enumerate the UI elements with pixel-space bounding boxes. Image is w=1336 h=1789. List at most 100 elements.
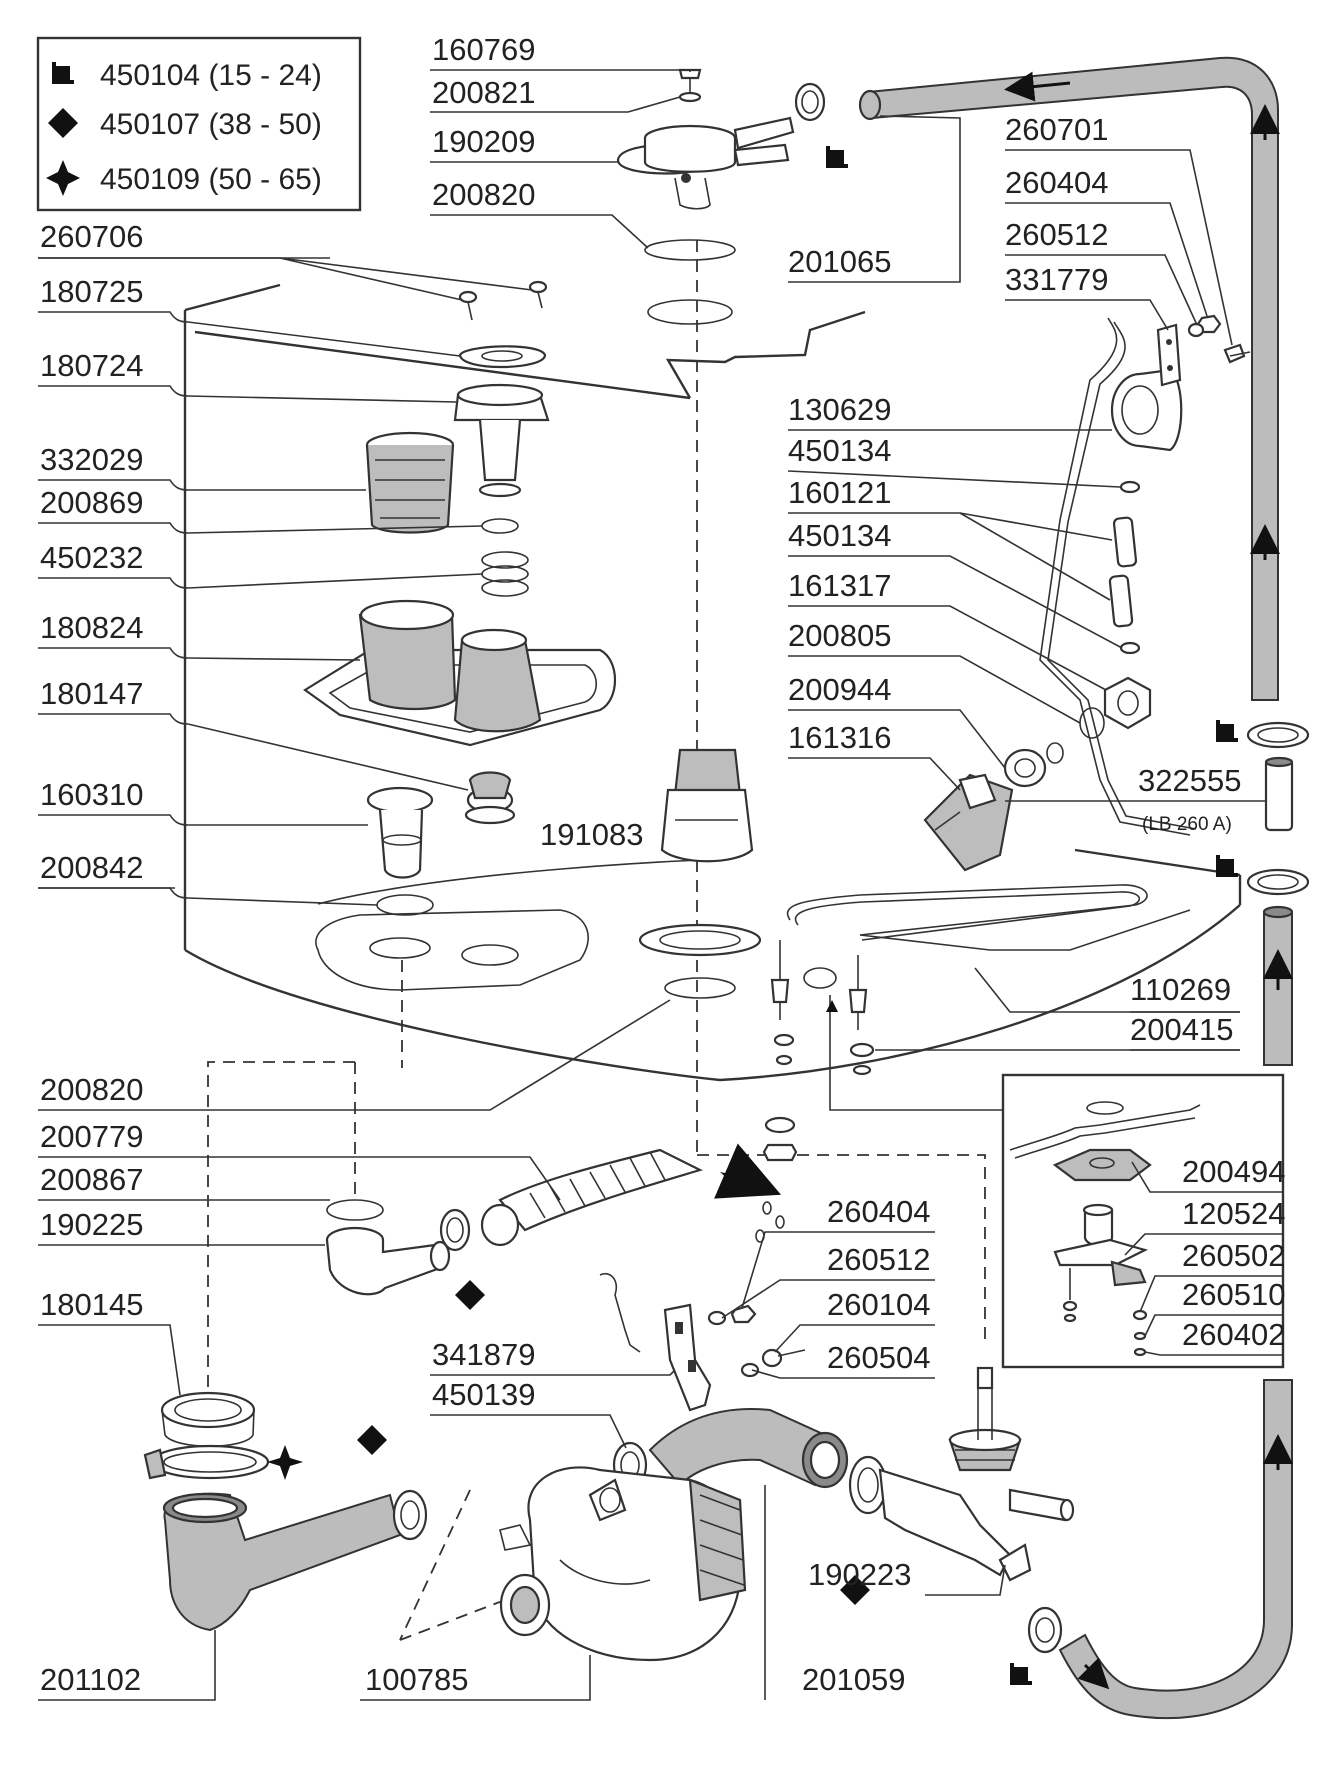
label-200805: 200805	[788, 618, 891, 653]
pressure-switch-130629	[1110, 368, 1183, 452]
lower-hose	[1058, 905, 1294, 1720]
hose-160121-b	[1108, 574, 1134, 628]
label-322555: 322555	[1138, 763, 1241, 798]
legend-square-icon	[52, 62, 74, 84]
tub-outline	[183, 283, 1242, 1082]
label-200779: 200779	[40, 1119, 143, 1154]
fitting-161317	[1103, 676, 1152, 730]
clamp-180145	[143, 1444, 270, 1480]
label-341879: 341879	[432, 1337, 535, 1372]
seal-200820-bottom	[664, 977, 736, 999]
label-191083: 191083	[540, 817, 643, 852]
bracket-341879	[599, 1273, 712, 1412]
diamond-marker-2-icon	[357, 1425, 387, 1455]
label-332029: 332029	[40, 442, 143, 477]
flow-arrow-tail-icon	[714, 1143, 782, 1199]
label-260402: 260402	[1182, 1317, 1285, 1352]
assembly-dashes	[207, 240, 986, 1641]
label-322555-note: (LB 260 A)	[1142, 814, 1232, 835]
label-160769: 160769	[432, 32, 535, 67]
label-160310: 160310	[40, 777, 143, 812]
hose-clamp-right-lower	[1246, 868, 1310, 896]
washer-200415	[849, 1042, 875, 1058]
sump-insert-160310	[366, 786, 434, 879]
label-200820-bottom: 200820	[40, 1072, 143, 1107]
pressure-tube	[1039, 317, 1197, 836]
drain-pipe-201102	[162, 1492, 402, 1632]
screw-260701	[1223, 343, 1251, 364]
seal-200805	[1079, 707, 1105, 739]
label-200867: 200867	[40, 1162, 143, 1197]
legend-label-star: 450109 (50 - 65)	[100, 163, 322, 196]
cover-180725	[458, 345, 547, 369]
air-trap-161316	[923, 773, 1014, 872]
leader-lines	[38, 69, 1265, 1701]
legend-label-square: 450104 (15 - 24)	[100, 59, 322, 92]
seal-200842	[376, 894, 434, 916]
label-450134-a: 450134	[788, 433, 891, 468]
part-labels: 160769 200821 190209 200820 260706 18072…	[40, 32, 1285, 1697]
clamp-190223	[848, 1455, 888, 1515]
drain-pump-100785	[499, 1466, 747, 1662]
clamp-bottom-right	[1027, 1606, 1063, 1654]
elbow-190225	[325, 1226, 451, 1296]
square-marker-right-upper-icon	[1216, 720, 1238, 742]
label-100785: 100785	[365, 1662, 468, 1697]
screws-260706	[458, 280, 548, 321]
label-200821: 200821	[432, 75, 535, 110]
label-180145: 180145	[40, 1287, 143, 1322]
label-underlines	[38, 257, 1283, 1356]
square-marker-top-icon	[826, 146, 848, 168]
connector-322555	[1264, 756, 1294, 832]
microfilter-191083	[660, 748, 754, 863]
legend-label-diamond: 450107 (38 - 50)	[100, 108, 322, 141]
rings-450232	[481, 551, 529, 597]
ring-200869	[481, 518, 519, 534]
filter-plate-180824	[303, 599, 617, 747]
clip-450134-b	[1119, 641, 1141, 655]
washer-260512-bottom	[707, 1310, 727, 1326]
label-450134-b: 450134	[788, 518, 891, 553]
screw-260104	[761, 1348, 806, 1368]
diamond-marker-3-icon	[840, 1575, 870, 1605]
water-drops-icon	[755, 1201, 785, 1243]
label-190209: 190209	[432, 124, 535, 159]
label-180147: 180147	[40, 676, 143, 711]
label-161317: 161317	[788, 568, 891, 603]
inset-pointer-arrow-icon	[826, 1000, 838, 1012]
washer-heater-left	[773, 1033, 795, 1047]
label-200494: 200494	[1182, 1154, 1285, 1189]
washer-260512-top	[1187, 322, 1205, 338]
seal-200820-top	[644, 239, 736, 261]
nut-200944	[1003, 748, 1047, 788]
label-190223: 190223	[808, 1557, 911, 1592]
label-450139: 450139	[432, 1377, 535, 1412]
screw-160769	[678, 68, 702, 92]
label-260504: 260504	[827, 1340, 930, 1375]
label-201102: 201102	[40, 1662, 141, 1697]
label-201059: 201059	[802, 1662, 905, 1697]
heater-110269	[770, 884, 1191, 1030]
label-180824: 180824	[40, 610, 143, 645]
clamp-top	[794, 82, 826, 122]
label-200869: 200869	[40, 485, 143, 520]
square-marker-right-lower-icon	[1216, 855, 1238, 877]
bracket-331779	[1156, 323, 1182, 387]
label-201065: 201065	[788, 244, 891, 279]
label-180724: 180724	[40, 348, 143, 383]
inset-box	[1001, 1073, 1285, 1369]
label-260404-top: 260404	[1005, 165, 1108, 200]
washer-heater-right-2	[852, 1064, 872, 1076]
hose-160121-a	[1112, 516, 1138, 568]
gasket-under-microfilter	[638, 923, 762, 957]
label-180725: 180725	[40, 274, 143, 309]
label-200944: 200944	[788, 672, 891, 707]
filter-332029	[365, 431, 455, 534]
label-260502: 260502	[1182, 1238, 1285, 1273]
hose-201059	[648, 1408, 849, 1489]
pressure-chamber-190209	[616, 116, 795, 210]
legend-star-icon	[46, 160, 80, 196]
label-200415: 200415	[1130, 1012, 1233, 1047]
label-260404-bottom: 260404	[827, 1194, 930, 1229]
diamond-marker-1-icon	[455, 1280, 485, 1310]
